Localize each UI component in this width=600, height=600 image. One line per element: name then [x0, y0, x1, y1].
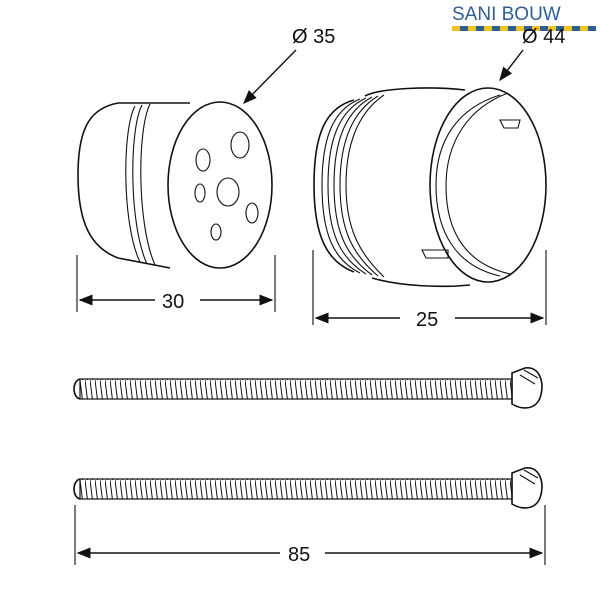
threaded-sleeve [313, 87, 547, 288]
screw-head [511, 467, 543, 509]
sleeve-diameter-label: Ø 44 [522, 26, 565, 48]
cap-diameter-label: Ø 35 [292, 26, 335, 48]
cap-hole [210, 223, 222, 241]
cap-hole [194, 183, 206, 203]
dimension-cap-length: 30 [76, 255, 276, 313]
dimension-sleeve-diameter: Ø 44 [499, 26, 565, 82]
screw-length-label: 85 [288, 544, 310, 566]
logo-checker-strip [452, 26, 596, 31]
logo-text: SANI BOUW [452, 4, 561, 25]
sanibouw-logo: SANI BOUW [452, 4, 596, 31]
dimension-screw-length: 85 [74, 505, 546, 566]
dimension-sleeve-length: 25 [312, 250, 547, 331]
screw-head [511, 367, 543, 409]
cap-hole [245, 202, 259, 224]
sleeve-notch [421, 249, 449, 259]
dimension-cap-diameter: Ø 35 [243, 26, 335, 104]
screw-upper [73, 367, 543, 409]
screw-lower [73, 467, 543, 509]
cap-hole [216, 177, 240, 207]
sleeve-length-label: 25 [416, 309, 438, 331]
cap-hole [195, 148, 211, 172]
cover-cap [77, 101, 273, 269]
cap-hole [230, 131, 250, 159]
cap-length-label: 30 [162, 291, 184, 313]
sleeve-notch [499, 119, 521, 129]
sleeve-front-ring [429, 87, 547, 283]
cap-front-face [167, 101, 273, 269]
